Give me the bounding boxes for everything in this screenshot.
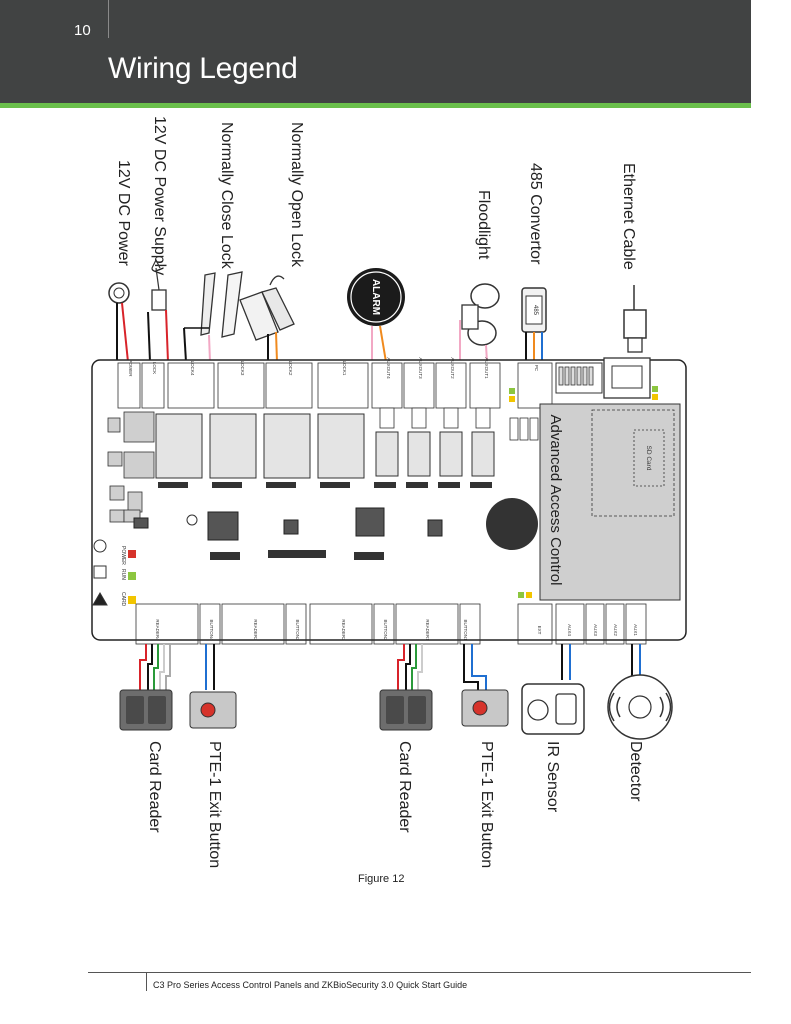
svg-text:AUX3: AUX3 [593, 624, 598, 636]
aux-relays [375, 431, 495, 477]
svg-text:LOCK3: LOCK3 [240, 361, 245, 376]
normally-open-lock-icon [239, 275, 295, 363]
lock-relays [155, 413, 365, 479]
exit-button-4-icon [189, 691, 237, 729]
svg-text:AUXOUT4: AUXOUT4 [386, 357, 391, 379]
label-ethernet-cable: Ethernet Cable [620, 163, 637, 270]
svg-text:AUXOUT3: AUXOUT3 [418, 357, 423, 379]
led-label-card: CARD [120, 592, 126, 607]
svg-text:EXT: EXT [537, 626, 542, 635]
smoke-detector-icon [607, 674, 673, 740]
svg-text:AUX4: AUX4 [567, 624, 572, 636]
svg-text:LOCK1: LOCK1 [342, 361, 347, 376]
status-leds [128, 550, 136, 604]
exit-button-1-icon [461, 689, 509, 727]
footer-rule [88, 972, 751, 973]
board-title: Advanced Access Control [547, 415, 564, 586]
svg-text:BUTTON2: BUTTON2 [383, 620, 388, 641]
label-card-reader-1: Card Reader [396, 741, 413, 833]
footer-tick [146, 973, 147, 991]
bottom-wires [139, 644, 641, 690]
label-12v-dc-power: 12V DC Power [115, 160, 132, 266]
backup-battery [486, 498, 538, 550]
rs485-convertor-icon: 485 [521, 287, 547, 362]
floodlight-icon [459, 283, 500, 363]
dc-power-jack-icon [108, 282, 130, 363]
label-12v-dc-power-supply: 12V DC Power Supply [151, 116, 168, 276]
label-card-reader-4: Card Reader [146, 741, 163, 833]
page-number: 10 [74, 22, 91, 39]
label-exit-button-1: PTE-1 Exit Button [478, 741, 495, 869]
label-detector: Detector [627, 741, 644, 802]
svg-text:READER3: READER3 [253, 619, 258, 641]
label-normally-close-lock: Normally Close Lock [218, 122, 235, 269]
footer-text: C3 Pro Series Access Control Panels and … [153, 980, 468, 990]
label-exit-button-4: PTE-1 Exit Button [206, 741, 223, 869]
svg-text:PC: PC [534, 365, 539, 372]
svg-text:BUTTON1: BUTTON1 [463, 620, 468, 641]
card-reader-1-icon [379, 689, 433, 731]
led-label-power: POWER [120, 546, 126, 565]
header-divider [108, 0, 109, 38]
alarm-text: ALARM [370, 279, 381, 315]
svg-text:BUTTON3: BUTTON3 [295, 620, 300, 641]
compliance-icons [92, 539, 108, 606]
ir-sensor-icon [521, 683, 585, 735]
label-ir-sensor: IR Sensor [544, 741, 561, 813]
alarm-icon: ALARM [347, 268, 405, 363]
svg-text:AUXOUT1: AUXOUT1 [484, 357, 489, 379]
bottom-terminal-block [135, 603, 647, 645]
normally-close-lock-icon [183, 271, 243, 363]
power-supply-icon [147, 258, 169, 363]
page-title: Wiring Legend [108, 52, 298, 85]
header-accent-bar [0, 103, 751, 108]
svg-text:READER4: READER4 [155, 619, 160, 641]
svg-text:READER1: READER1 [425, 619, 430, 641]
svg-text:AUXOUT2: AUXOUT2 [450, 357, 455, 379]
card-reader-4-icon [119, 689, 173, 731]
svg-text:LOCK2: LOCK2 [288, 361, 293, 376]
figure-caption: Figure 12 [358, 873, 405, 885]
mcu-chips [133, 507, 443, 541]
sd-card-slot [633, 429, 665, 487]
svg-text:AUX1: AUX1 [633, 624, 638, 636]
svg-text:LOCK4: LOCK4 [190, 361, 195, 376]
svg-text:485: 485 [532, 305, 538, 316]
svg-text:AUX2: AUX2 [613, 624, 618, 636]
page-header: 10 Wiring Legend [0, 0, 751, 103]
sd-card-label: SD Card [645, 446, 652, 471]
label-normally-open-lock: Normally Open Lock [288, 122, 305, 267]
label-floodlight: Floodlight [475, 190, 492, 260]
led-label-run: RUN [120, 569, 126, 580]
ethernet-plug-icon [623, 285, 647, 353]
top-connector-labels: POWER LOCK LOCK4 LOCK3 LOCK2 LOCK1 AUXOU… [128, 357, 539, 379]
label-485-convertor: 485 Convertor [527, 163, 544, 265]
svg-text:POWER: POWER [128, 359, 133, 377]
svg-text:LOCK: LOCK [152, 362, 157, 374]
bottom-connector-labels: READER4 BUTTON4 READER3 BUTTON3 READER2 … [155, 619, 638, 641]
svg-text:READER2: READER2 [341, 619, 346, 641]
svg-text:BUTTON4: BUTTON4 [209, 620, 214, 641]
